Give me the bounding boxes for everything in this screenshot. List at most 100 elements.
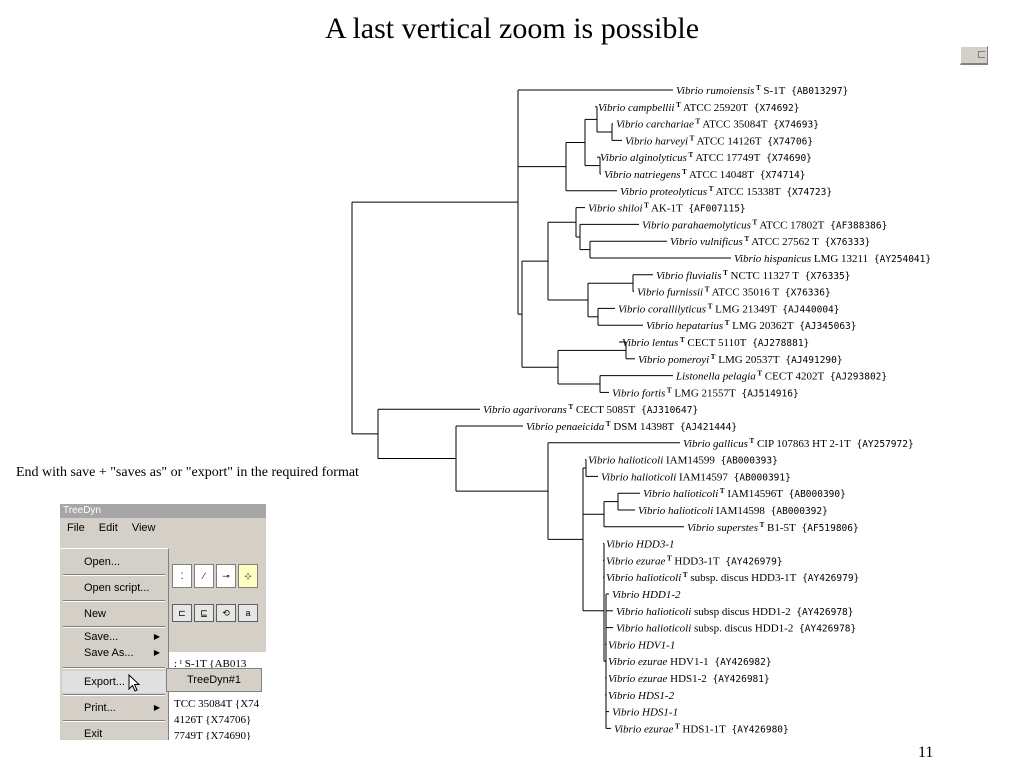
type-strain-mark: T [703, 286, 710, 294]
leaf-taxon: Vibrio ezurae [608, 656, 667, 668]
leaf-strain: CECT 5085T [573, 404, 635, 416]
leaf-strain: subsp discus HDD1-2 [691, 606, 790, 618]
export-submenu-item[interactable]: TreeDyn#1 [166, 668, 262, 692]
leaf-strain: CECT 4202T [762, 371, 824, 383]
tree-leaf-label: Vibrio shiloi T AK-1T {AF007115} [588, 202, 746, 215]
tab-subset[interactable]: ⊑ [194, 604, 214, 622]
leaf-accession: {X74690} [760, 153, 811, 164]
leaf-accession: {AB000392} [765, 506, 828, 517]
menu-separator [63, 626, 165, 628]
tree-leaf-label: Vibrio rumoiensis T S-1T {AB013297} [676, 84, 848, 97]
leaf-taxon: Vibrio natriegens [604, 169, 680, 181]
leaf-taxon: Vibrio vulnificus [670, 236, 743, 248]
leaf-accession: {AJ514916} [736, 388, 799, 399]
tree-leaf-label: Vibrio alginolyticus T ATCC 17749T {X746… [600, 151, 812, 164]
leaf-accession: {AB013297} [785, 86, 848, 97]
leaf-strain: LMG 21349T [712, 303, 776, 315]
leaf-strain: B1-5T [764, 522, 796, 534]
tab-rotate[interactable]: ⟲ [216, 604, 236, 622]
leaf-taxon: Vibrio HDD1-2 [612, 589, 681, 601]
type-strain-mark: T [687, 151, 694, 159]
type-strain-mark: T [723, 319, 730, 327]
leaf-accession: {X76336} [779, 288, 830, 299]
leaf-taxon: Vibrio hepatarius [646, 320, 723, 332]
menu-item-export[interactable]: Export... [62, 671, 166, 693]
leaf-taxon: Vibrio halioticoli [643, 488, 718, 500]
tab-bracket[interactable]: ⊏ [172, 604, 192, 622]
tool-marker-button[interactable]: ⊹ [238, 564, 258, 588]
menu-item-open[interactable]: Open... [84, 556, 121, 568]
leaf-accession: {X74692} [748, 103, 799, 114]
type-strain-mark: T [681, 571, 688, 579]
menu-separator [63, 574, 165, 576]
leaf-accession: {X74723} [781, 187, 832, 198]
leaf-accession: {AY426981} [707, 674, 770, 685]
leaf-taxon: Vibrio harveyi [625, 135, 688, 147]
leaf-accession: {AY426979} [720, 556, 783, 567]
leaf-strain: LMG 21557T [672, 387, 736, 399]
leaf-taxon: Vibrio ezurae [606, 555, 665, 567]
slide-corner-button[interactable] [960, 46, 988, 65]
leaf-taxon: Vibrio carchariae [616, 119, 694, 131]
leaf-strain: ATCC 35084T [700, 119, 768, 131]
leaf-taxon: Vibrio halioticoli [616, 606, 691, 618]
menu-item-print[interactable]: Print...▶ [62, 697, 166, 719]
type-strain-mark: T [706, 302, 713, 310]
menu-view[interactable]: View [131, 522, 156, 534]
tree-leaf-label: Vibrio HDD3-1 [606, 539, 675, 551]
leaf-taxon: Vibrio gallicus [683, 438, 748, 450]
leaf-strain: ATCC 15338T [713, 186, 781, 198]
menu-file[interactable]: File [67, 522, 85, 534]
leaf-accession: {AY257972} [851, 439, 914, 450]
leaf-accession: {X76333} [819, 237, 870, 248]
leaf-taxon: Vibrio fortis [612, 387, 665, 399]
preview-line: : ᴵ S-1T {AB013 [174, 658, 247, 670]
menu-item-open-script[interactable]: Open script... [84, 582, 150, 594]
type-strain-mark: T [674, 101, 681, 109]
tree-leaf-label: Vibrio penaeicida T DSM 14398T {AJ421444… [526, 420, 737, 433]
tree-leaf-label: Vibrio pomeroyi T LMG 20537T {AJ491290} [638, 353, 843, 366]
tree-leaf-label: Vibrio natriegens T ATCC 14048T {X74714} [604, 168, 806, 181]
tab-text[interactable]: a [238, 604, 258, 622]
leaf-accession: {X74706} [762, 136, 813, 147]
leaf-accession: {AF388386} [824, 220, 887, 231]
menu-item-new[interactable]: New [84, 608, 107, 620]
tree-leaf-label: Vibrio superstes T B1-5T {AF519806} [687, 521, 859, 534]
menu-item-exit[interactable]: Exit [84, 728, 103, 740]
leaf-accession: {AJ440004} [777, 304, 840, 315]
leaf-strain: ATCC 14048T [687, 169, 755, 181]
menu-item-save-as[interactable]: Save As...▶ [62, 645, 166, 661]
tree-leaf-label: Vibrio hispanicus LMG 13211 {AY254041} [734, 253, 931, 265]
leaf-accession: {AJ293802} [824, 372, 887, 383]
type-strain-mark: T [678, 336, 685, 344]
leaf-strain: LMG 13211 [811, 253, 868, 265]
leaf-accession: {X74714} [754, 170, 805, 181]
tool-diagonal-button[interactable]: ⁄ [194, 564, 214, 588]
leaf-accession: {AY426978} [793, 624, 856, 635]
menu-edit[interactable]: Edit [98, 522, 118, 534]
menu-item-save-as-label: Save As... [84, 647, 134, 659]
menu-separator [63, 720, 165, 722]
leaf-taxon: Vibrio HDS1-2 [608, 690, 675, 702]
tree-leaf-label: Vibrio halioticoli subsp discus HDD1-2 {… [616, 606, 854, 618]
tree-leaf-label: Vibrio ezurae HDV1-1 {AY426982} [608, 656, 772, 668]
tree-leaf-label: Vibrio gallicus T CIP 107863 HT 2-1T {AY… [683, 437, 914, 450]
leaf-strain: ATCC 27562 T [749, 236, 819, 248]
leaf-accession: {AF519806} [796, 523, 859, 534]
type-strain-mark: T [694, 118, 701, 126]
treedyn-window: TreeDyn File Edit View ⁚ ⁄ ⊸ ⊹ ⊏ ⊑ ⟲ a :… [60, 504, 266, 740]
menu-separator [63, 667, 165, 669]
leaf-accession: {AJ345063} [794, 321, 857, 332]
tool-dots-button[interactable]: ⁚ [172, 564, 192, 588]
leaf-accession: {AJ421444} [674, 422, 737, 433]
leaf-accession: {X74693} [767, 120, 818, 131]
leaf-taxon: Vibrio pomeroyi [638, 354, 709, 366]
type-strain-mark: T [758, 521, 765, 529]
tree-leaf-label: Vibrio halioticoli T IAM14596T {AB000390… [643, 487, 846, 500]
leaf-strain: ATCC 17749T [693, 152, 761, 164]
leaf-accession: {AJ491290} [780, 355, 843, 366]
menu-item-save[interactable]: Save...▶ [62, 629, 166, 645]
tool-arrow-button[interactable]: ⊸ [216, 564, 236, 588]
type-strain-mark: T [743, 235, 750, 243]
